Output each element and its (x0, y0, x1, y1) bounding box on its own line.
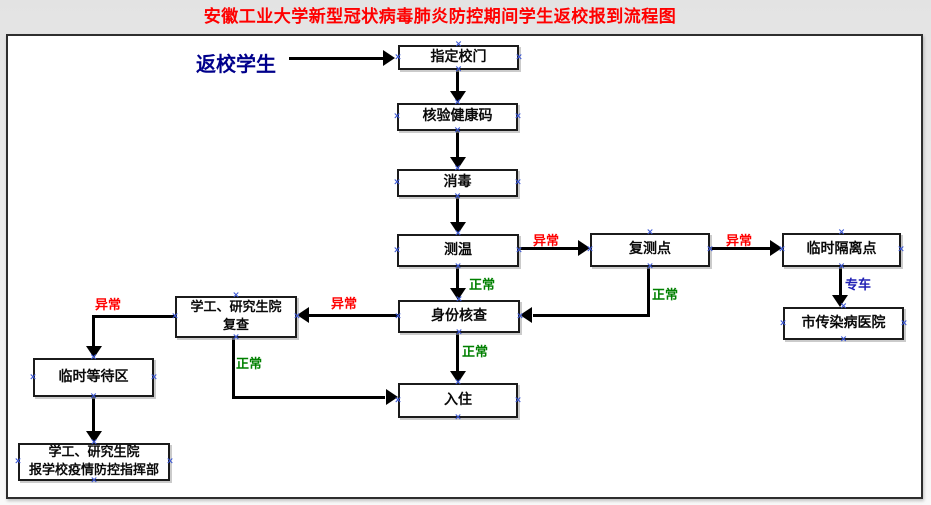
edge-label-normal: 正常 (236, 357, 263, 372)
node-label: 临时等待区 (58, 368, 129, 385)
node-report-command-center: 学工、研究生院报学校疫情防控指挥部 (18, 443, 170, 481)
start-label: 返校学生 (196, 52, 276, 76)
flow-line (232, 337, 235, 399)
arrow-head-icon (520, 307, 532, 323)
arrow-head-icon (450, 288, 466, 300)
edge-label-vehicle: 专车 (845, 278, 872, 293)
edge-label-abnormal: 异常 (533, 234, 560, 249)
arrow-head-icon (86, 346, 102, 358)
arrow-head-icon (578, 240, 590, 256)
edge-label-abnormal: 异常 (95, 298, 122, 313)
node-label: 市传染病医院 (801, 314, 886, 331)
flow-line (456, 131, 459, 158)
flow-line (647, 267, 650, 317)
flow-line (92, 315, 95, 347)
arrow-head-icon (832, 295, 848, 307)
node-label: 报学校疫情防控指挥部 (28, 463, 159, 478)
node-identity-verification: 身份核查 (398, 300, 520, 333)
page-title: 安徽工业大学新型冠状病毒肺炎防控期间学生返校报到流程图 (203, 7, 677, 27)
node-label: 消毒 (443, 174, 472, 191)
node-label: 复查 (222, 318, 249, 333)
edge-label-normal: 正常 (652, 288, 679, 303)
node-label: 学工、研究生院 (190, 299, 282, 315)
node-temporary-isolation-point: 临时隔离点 (782, 233, 901, 267)
arrow-head-icon (450, 222, 466, 234)
edge-label-normal: 正常 (469, 278, 496, 293)
flow-line (519, 247, 578, 250)
node-label: 学工、研究生院 (48, 444, 140, 460)
arrow-head-icon (770, 240, 782, 256)
arrow-head-icon (386, 389, 398, 405)
arrow-head-icon (450, 91, 466, 103)
edge-label-abnormal: 异常 (726, 234, 753, 249)
flow-line (289, 57, 383, 60)
flow-line (233, 396, 385, 399)
node-label: 复测点 (629, 241, 671, 258)
arrow-head-icon (86, 431, 102, 443)
node-designated-gate: 指定校门 (398, 45, 519, 70)
node-label: 入住 (444, 391, 472, 408)
flow-line (456, 197, 459, 223)
node-check-in: 入住 (398, 383, 518, 418)
edge-label-abnormal: 异常 (331, 297, 358, 312)
node-student-affairs-recheck: 学工、研究生院复查 (175, 296, 297, 338)
node-retest-point: 复测点 (590, 233, 710, 267)
node-temporary-waiting-area: 临时等待区 (33, 358, 154, 397)
edge-label-normal: 正常 (462, 345, 489, 360)
flow-line (456, 267, 459, 289)
arrow-head-icon (450, 157, 466, 169)
flow-line (456, 333, 459, 372)
flow-line (710, 247, 770, 250)
node-label: 临时隔离点 (806, 241, 877, 258)
node-temperature-check: 测温 (397, 234, 519, 267)
node-label: 指定校门 (430, 48, 487, 65)
node-label: 核验健康码 (422, 108, 493, 125)
arrow-head-icon (450, 371, 466, 383)
flow-line (839, 267, 842, 296)
flow-line (533, 314, 650, 317)
node-city-infectious-disease-hospital: 市传染病医院 (783, 307, 904, 340)
arrow-head-icon (297, 307, 309, 323)
node-label: 测温 (444, 241, 472, 258)
flow-line (92, 397, 95, 431)
arrow-head-icon (383, 50, 395, 66)
node-label: 身份核查 (431, 307, 487, 324)
flow-line (456, 70, 459, 92)
flow-line (309, 314, 398, 317)
node-health-code-check: 核验健康码 (397, 103, 518, 131)
flow-line (94, 315, 175, 318)
node-disinfection: 消毒 (397, 169, 518, 197)
